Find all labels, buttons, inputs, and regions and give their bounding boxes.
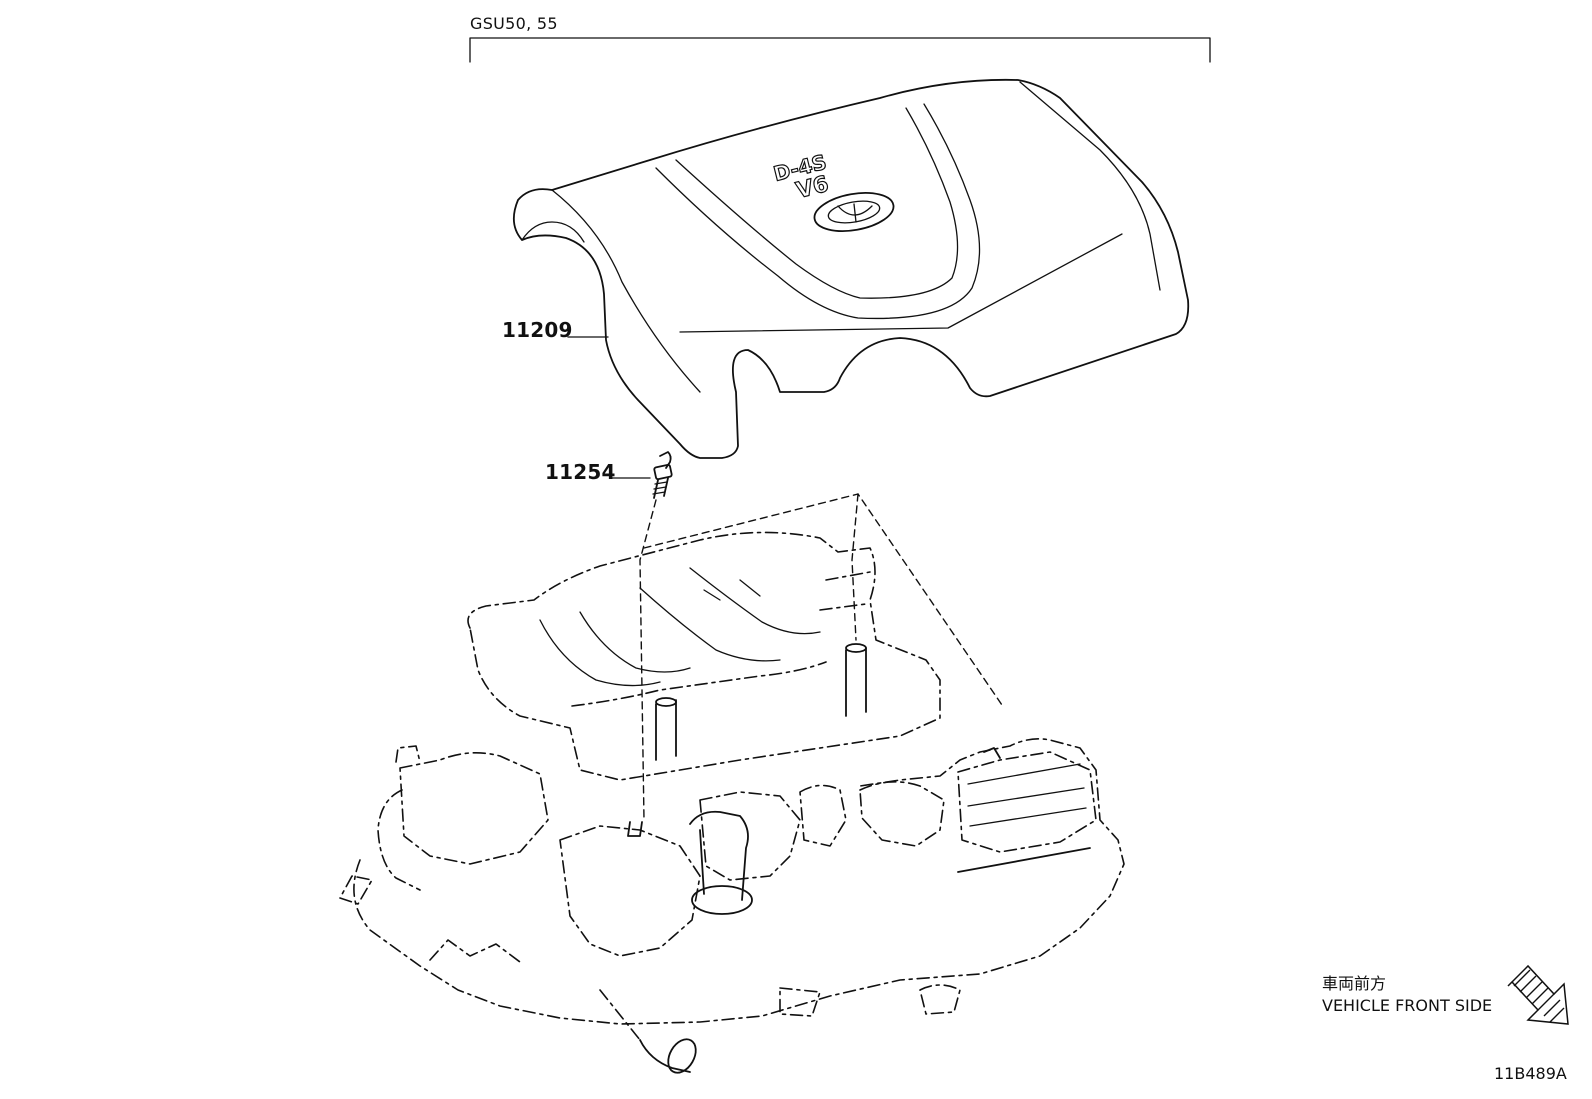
engine-cover-drawing [512,78,1190,459]
assembly-guide-lines [639,493,1005,821]
front-direction-arrow-icon [1507,964,1569,1025]
model-bracket [469,37,1211,63]
vehicle-front-label-en: VEHICLE FRONT SIDE [1322,996,1493,1015]
diagram-code: 11B489A [1494,1064,1567,1083]
part-number-11209[interactable]: 11209 [502,318,573,342]
stud-bolt-drawing [652,451,673,499]
model-applicability-label: GSU50, 55 [470,14,558,33]
vehicle-front-label-jp: 車両前方 [1322,974,1387,993]
cover-emblem-text: D-4S V6 [770,149,831,204]
part-number-11254[interactable]: 11254 [545,460,616,484]
engine-phantom-drawing [339,531,1125,1074]
